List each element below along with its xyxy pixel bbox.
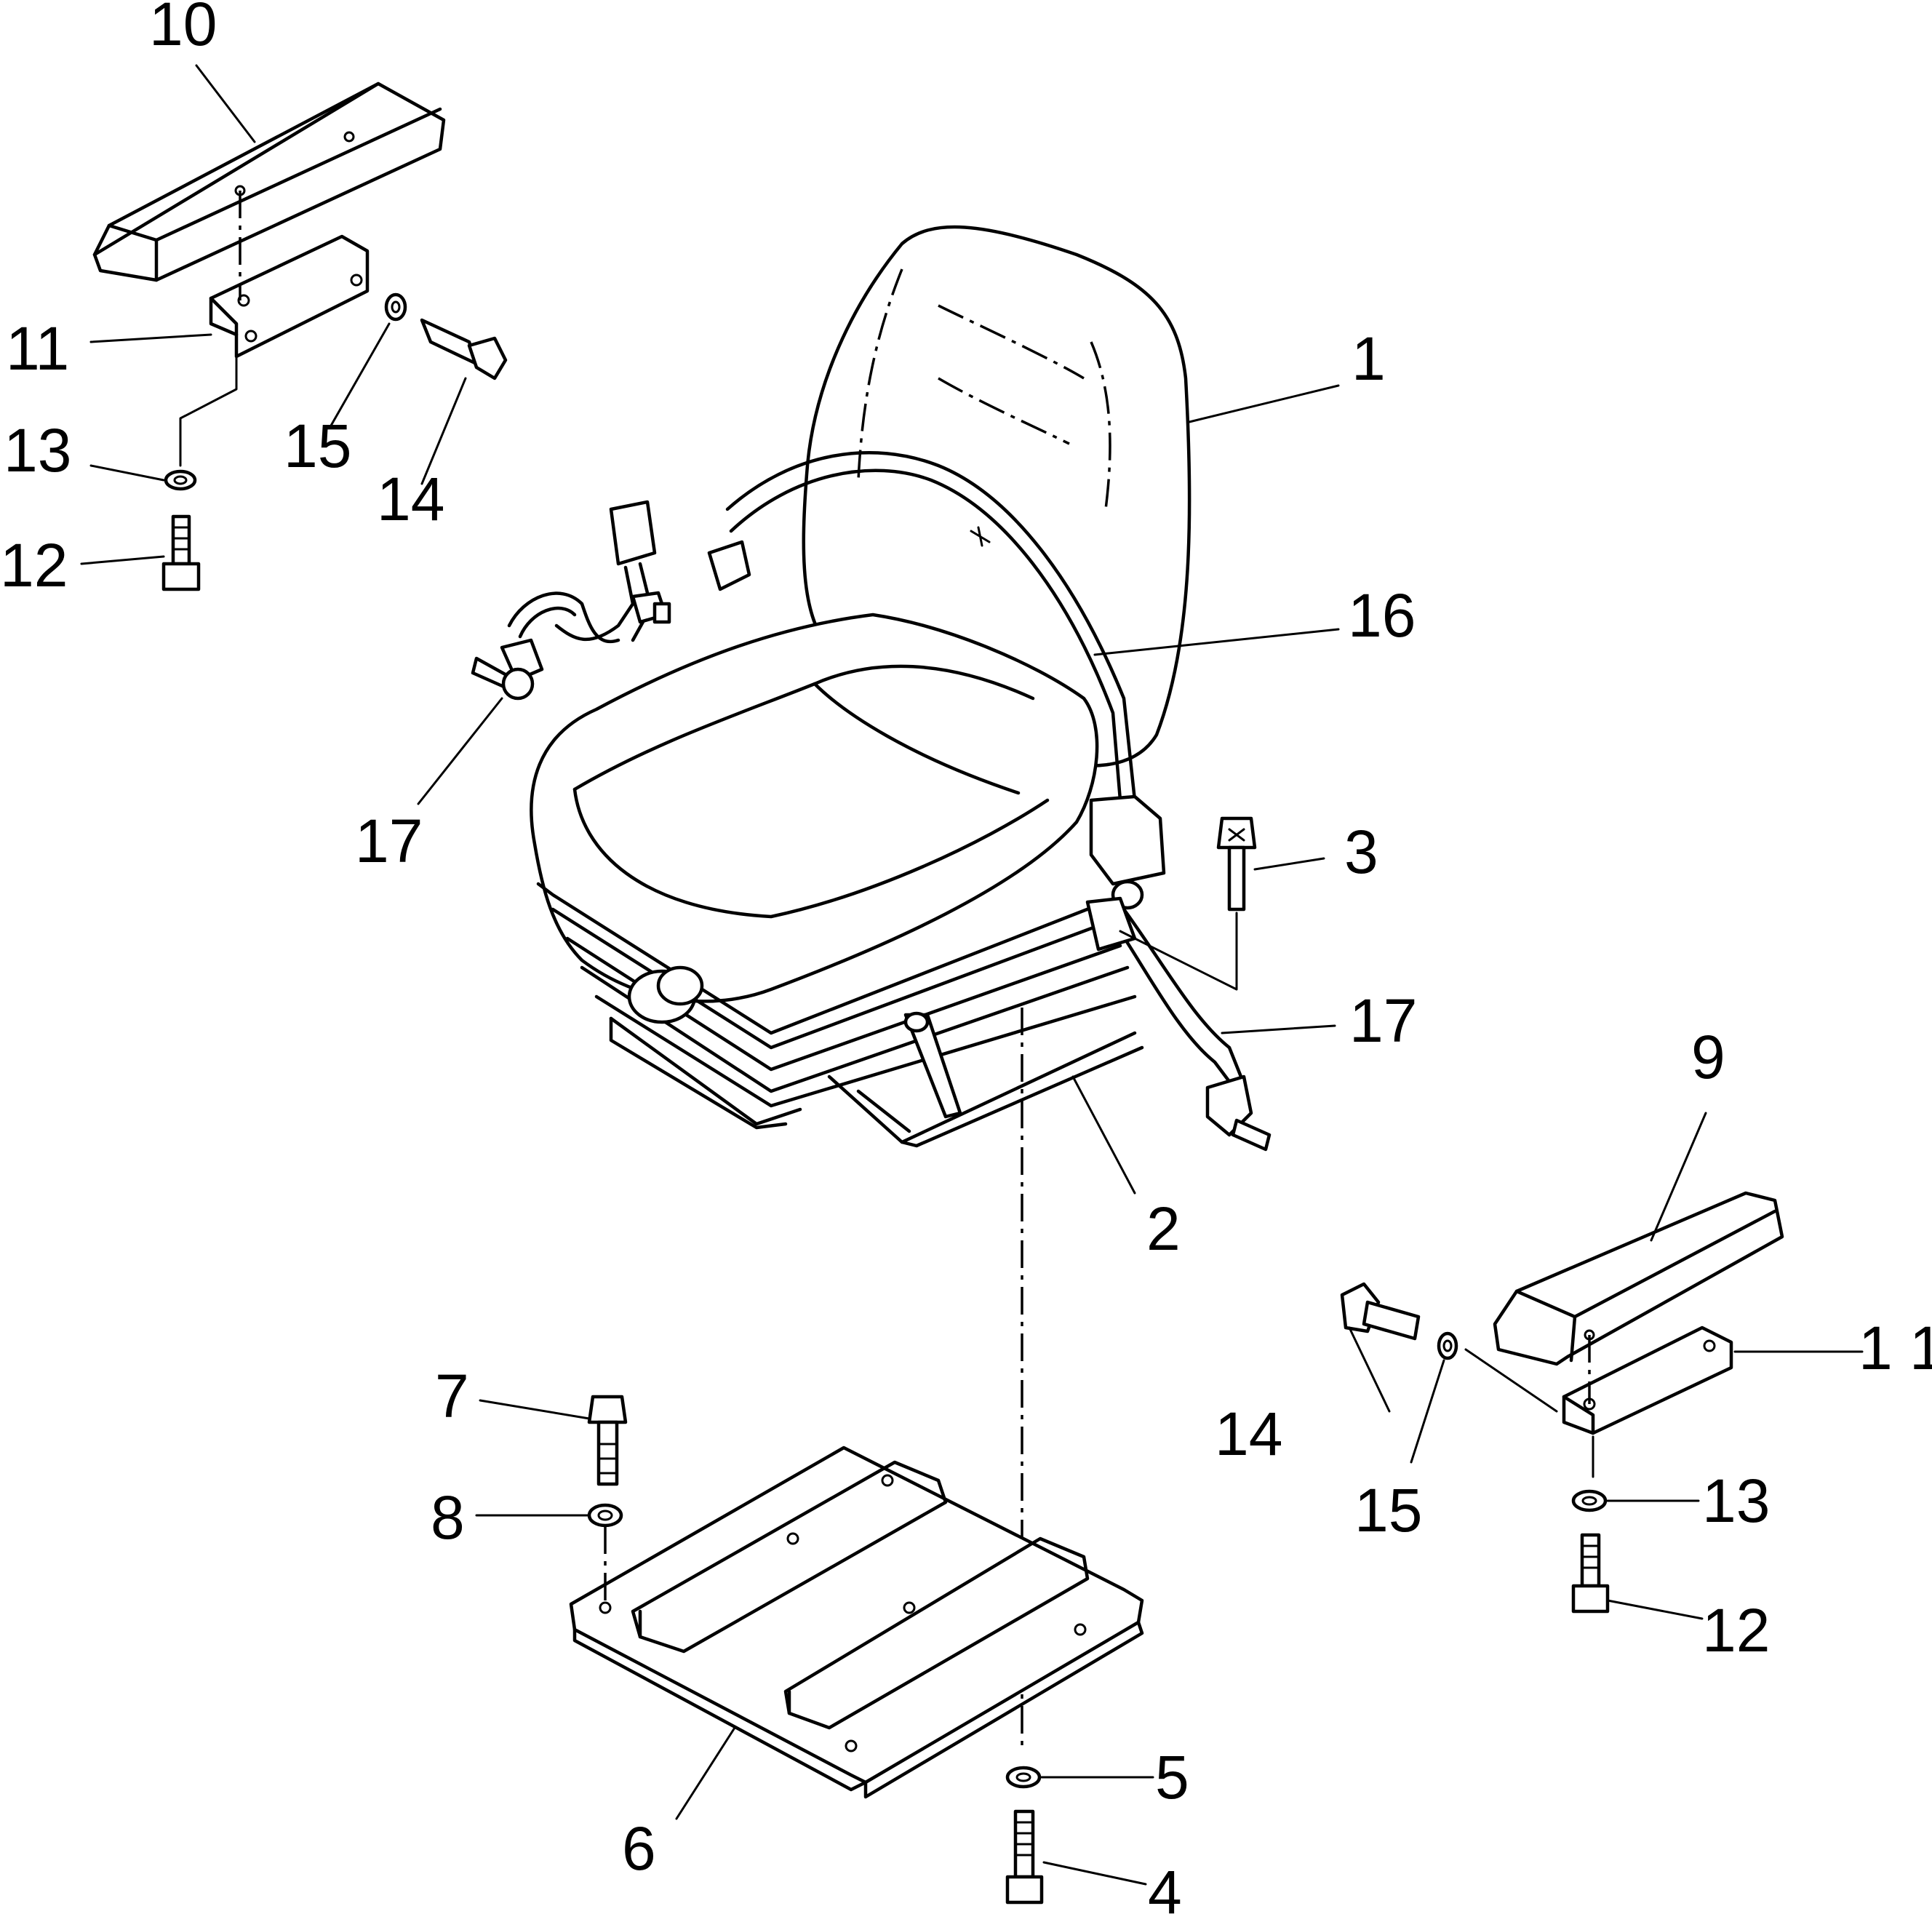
armrest-bracket-right [1562,1325,1733,1435]
callout-14-left: 14 [377,465,444,533]
adjust-lever[interactable] [903,1011,962,1119]
callout-10: 10 [149,0,217,58]
washer-5 [1005,1766,1042,1789]
seat-cushion [530,613,1099,1003]
bolt-12-right [1571,1533,1610,1614]
bolt-4 [1005,1809,1044,1905]
adjust-knob[interactable] [627,965,704,1024]
bolt-14-right [1340,1282,1421,1341]
armrest-right [1493,1191,1784,1366]
bolt-3 [1216,816,1257,912]
callout-12-right: 12 [1702,1596,1770,1664]
bolt-7 [587,1395,628,1486]
callout-9: 9 [1691,1023,1725,1091]
callout-12-left: 12 [0,531,68,599]
washer-13-right [1571,1489,1608,1512]
callout-16: 16 [1348,581,1416,650]
bolt-14-left [420,318,508,380]
washer-8 [587,1503,623,1528]
leader-lines [80,64,1864,1886]
axis-line [1119,912,1238,991]
callout-8: 8 [431,1483,465,1552]
seat-belt-shoulder [707,451,1166,886]
callout-13-right: 13 [1702,1467,1770,1535]
callout-2: 2 [1146,1195,1181,1263]
callout-11-right: 1 1 [1859,1314,1932,1382]
callout-5: 5 [1155,1743,1189,1811]
armrest-left [92,81,446,282]
washer-15-right [1437,1331,1458,1360]
callout-13-left: 13 [4,416,71,485]
bolt-12-left [161,514,201,591]
callout-15-right: 15 [1354,1476,1422,1544]
callout-3: 3 [1344,818,1378,886]
callout-11-left: 11 [6,314,69,383]
callout-15-left: 15 [284,412,351,480]
callout-1: 1 [1352,324,1386,393]
washer-13-left [164,469,197,491]
callout-14-right: 14 [1215,1400,1282,1468]
washer-15-left [384,292,407,322]
base-plate [569,1446,1144,1799]
callout-17-left: 17 [355,807,423,875]
axis-line [179,355,238,467]
callout-6: 6 [622,1814,656,1883]
armrest-bracket-left [209,234,370,359]
belt-buckle-left [471,500,671,701]
belt-anchor-right [1085,880,1272,1152]
callout-4: 4 [1148,1858,1182,1914]
callout-17-right: 17 [1349,986,1417,1055]
axis-line [1464,1348,1558,1413]
callout-7: 7 [435,1362,469,1430]
